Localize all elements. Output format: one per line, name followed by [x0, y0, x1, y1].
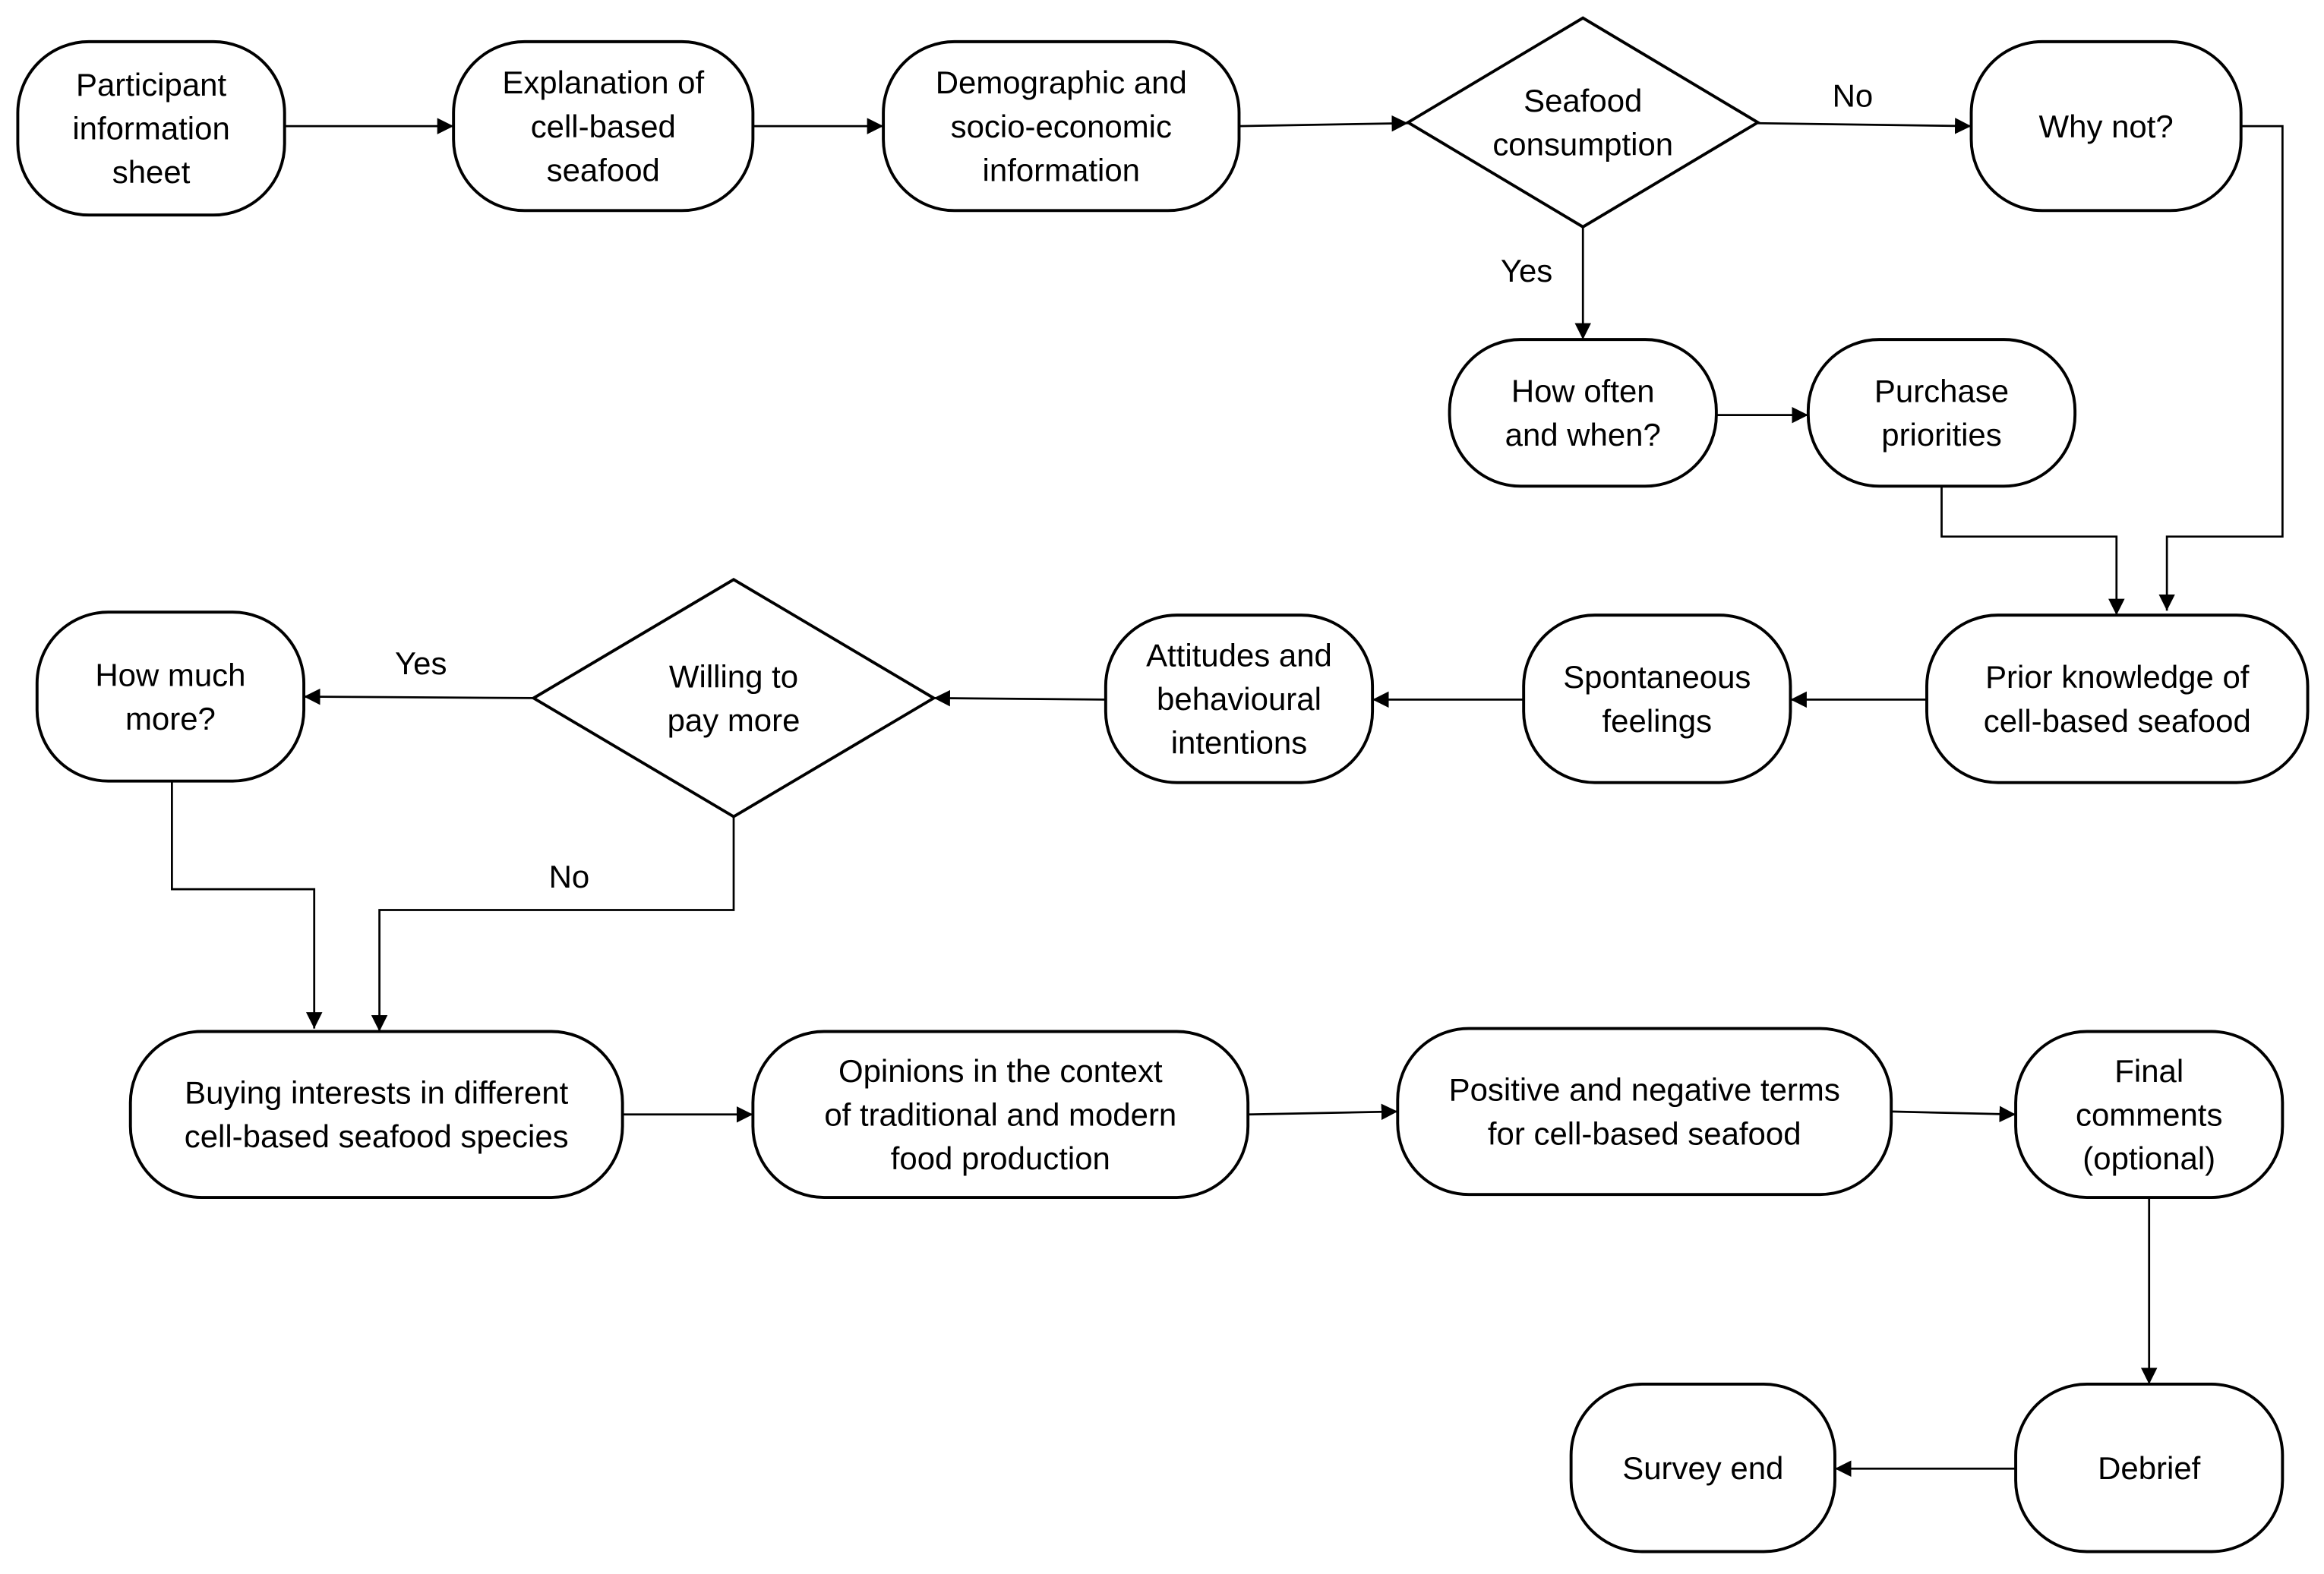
flow-arrow — [1891, 1106, 2016, 1123]
node-explanation: Explanation of cell-based seafood — [452, 39, 755, 213]
terminal-shape — [882, 39, 1241, 213]
node-label-line: information — [72, 111, 229, 147]
terminal-shape — [1569, 1383, 1836, 1553]
node-label-line: Opinions in the context — [838, 1053, 1163, 1089]
node-spontaneous-feelings: Spontaneous feelings — [1522, 614, 1792, 784]
flow-arrow — [1248, 1103, 1398, 1121]
terminal-shape — [1396, 1027, 1893, 1197]
flow-arrow — [304, 688, 534, 705]
node-final-comments: Final comments (optional) — [2014, 1030, 2285, 1200]
node-label-line: Seafood — [1524, 83, 1642, 118]
node-label-line: How much — [95, 657, 245, 692]
node-purchase-priorities: Purchase priorities — [1806, 338, 2077, 488]
node-label-line: Prior knowledge of — [1985, 659, 2250, 695]
node-label-line: Buying interests in different — [185, 1075, 568, 1111]
node-debrief: Debrief — [2014, 1383, 2285, 1553]
node-label-line: Attitudes and — [1146, 637, 1332, 673]
edge-label-consumption-no: No — [1833, 78, 1874, 114]
terminal-shape — [1925, 614, 2310, 784]
node-label-line: feelings — [1602, 703, 1713, 739]
node-label-line: (optional) — [2082, 1140, 2215, 1176]
node-label-line: Survey end — [1622, 1450, 1783, 1486]
node-label-line: socio-economic — [951, 109, 1172, 144]
node-label-line: Participant — [76, 67, 226, 103]
node-opinions: Opinions in the context of traditional an… — [751, 1030, 1250, 1200]
node-label-line: priorities — [1881, 417, 2001, 453]
node-prior-knowledge: Prior knowledge of cell-based seafood — [1925, 614, 2310, 784]
node-label-line: cell-based seafood — [1984, 703, 2251, 739]
node-buying-interests: Buying interests in different cell-based … — [128, 1030, 624, 1200]
node-how-often: How often and when? — [1448, 338, 1718, 488]
node-label-line: consumption — [1492, 127, 1673, 162]
terminal-shape — [452, 39, 755, 213]
node-label-line: information — [983, 152, 1140, 188]
node-label-line: food production — [891, 1140, 1110, 1176]
terminal-shape — [1969, 39, 2243, 213]
node-label-line: comments — [2076, 1096, 2222, 1132]
decision-diamond — [530, 578, 937, 819]
node-label-line: Positive and negative terms — [1449, 1072, 1840, 1108]
terminal-shape — [16, 39, 286, 217]
terminal-shape — [751, 1030, 1250, 1200]
terminal-shape — [128, 1030, 624, 1200]
node-label-line: Why not? — [2039, 109, 2174, 144]
node-label-line: Purchase — [1874, 374, 2009, 409]
flow-arrow — [371, 816, 735, 1032]
flow-arrow — [2158, 125, 2284, 611]
node-label-line: cell-based seafood species — [185, 1118, 569, 1154]
terminal-shape — [2014, 1383, 2285, 1553]
node-label-line: seafood — [547, 152, 660, 188]
node-label-line: pay more — [668, 702, 800, 738]
edge-label-consumption-yes: Yes — [1501, 253, 1552, 289]
node-label-line: Final — [2114, 1053, 2183, 1089]
node-label-line: Explanation of — [502, 65, 704, 100]
decision-diamond — [1405, 16, 1761, 229]
flow-arrow — [933, 689, 1106, 707]
node-label-line: sheet — [112, 154, 191, 190]
node-label-line: cell-based — [531, 109, 676, 144]
node-label-line: for cell-based seafood — [1488, 1115, 1801, 1151]
node-label-line: How often — [1511, 374, 1655, 409]
terminal-shape — [2014, 1030, 2285, 1200]
terminal-shape — [1448, 338, 1718, 488]
terminal-shape — [1806, 338, 2077, 488]
terminal-shape — [1522, 614, 1792, 784]
edge-label-pay-yes: Yes — [395, 645, 447, 681]
edge-label-pay-no: No — [549, 859, 590, 894]
flow-arrow — [1757, 118, 1972, 134]
node-positive-negative: Positive and negative terms for cell-base… — [1396, 1027, 1893, 1197]
flow-arrow — [171, 781, 323, 1029]
node-how-much-more: How much more? — [35, 610, 306, 783]
terminal-shape — [35, 610, 306, 783]
node-label-line: of traditional and modern — [824, 1096, 1176, 1132]
node-label-line: more? — [125, 701, 216, 737]
node-seafood-consumption: Seafood consumption — [1405, 16, 1761, 229]
node-willing-to-pay: Willing to pay more — [530, 578, 937, 819]
node-why-not: Why not? — [1969, 39, 2243, 213]
node-survey-end: Survey end — [1569, 1383, 1836, 1553]
flow-arrow — [1940, 486, 2125, 616]
node-label-line: intentions — [1171, 725, 1308, 761]
node-label-line: and when? — [1505, 417, 1661, 453]
node-label-line: behavioural — [1157, 681, 1321, 717]
flow-arrow — [1239, 115, 1408, 132]
terminal-shape — [1104, 614, 1375, 784]
node-label-line: Spontaneous — [1563, 659, 1751, 695]
node-attitudes: Attitudes and behavioural intentions — [1104, 614, 1375, 784]
node-demographic: Demographic and socio-economic information — [882, 39, 1241, 213]
node-label-line: Debrief — [2098, 1450, 2201, 1486]
node-label-line: Willing to — [669, 658, 798, 694]
node-label-line: Demographic and — [936, 65, 1187, 100]
node-participant-info: Participant information sheet — [16, 39, 286, 217]
